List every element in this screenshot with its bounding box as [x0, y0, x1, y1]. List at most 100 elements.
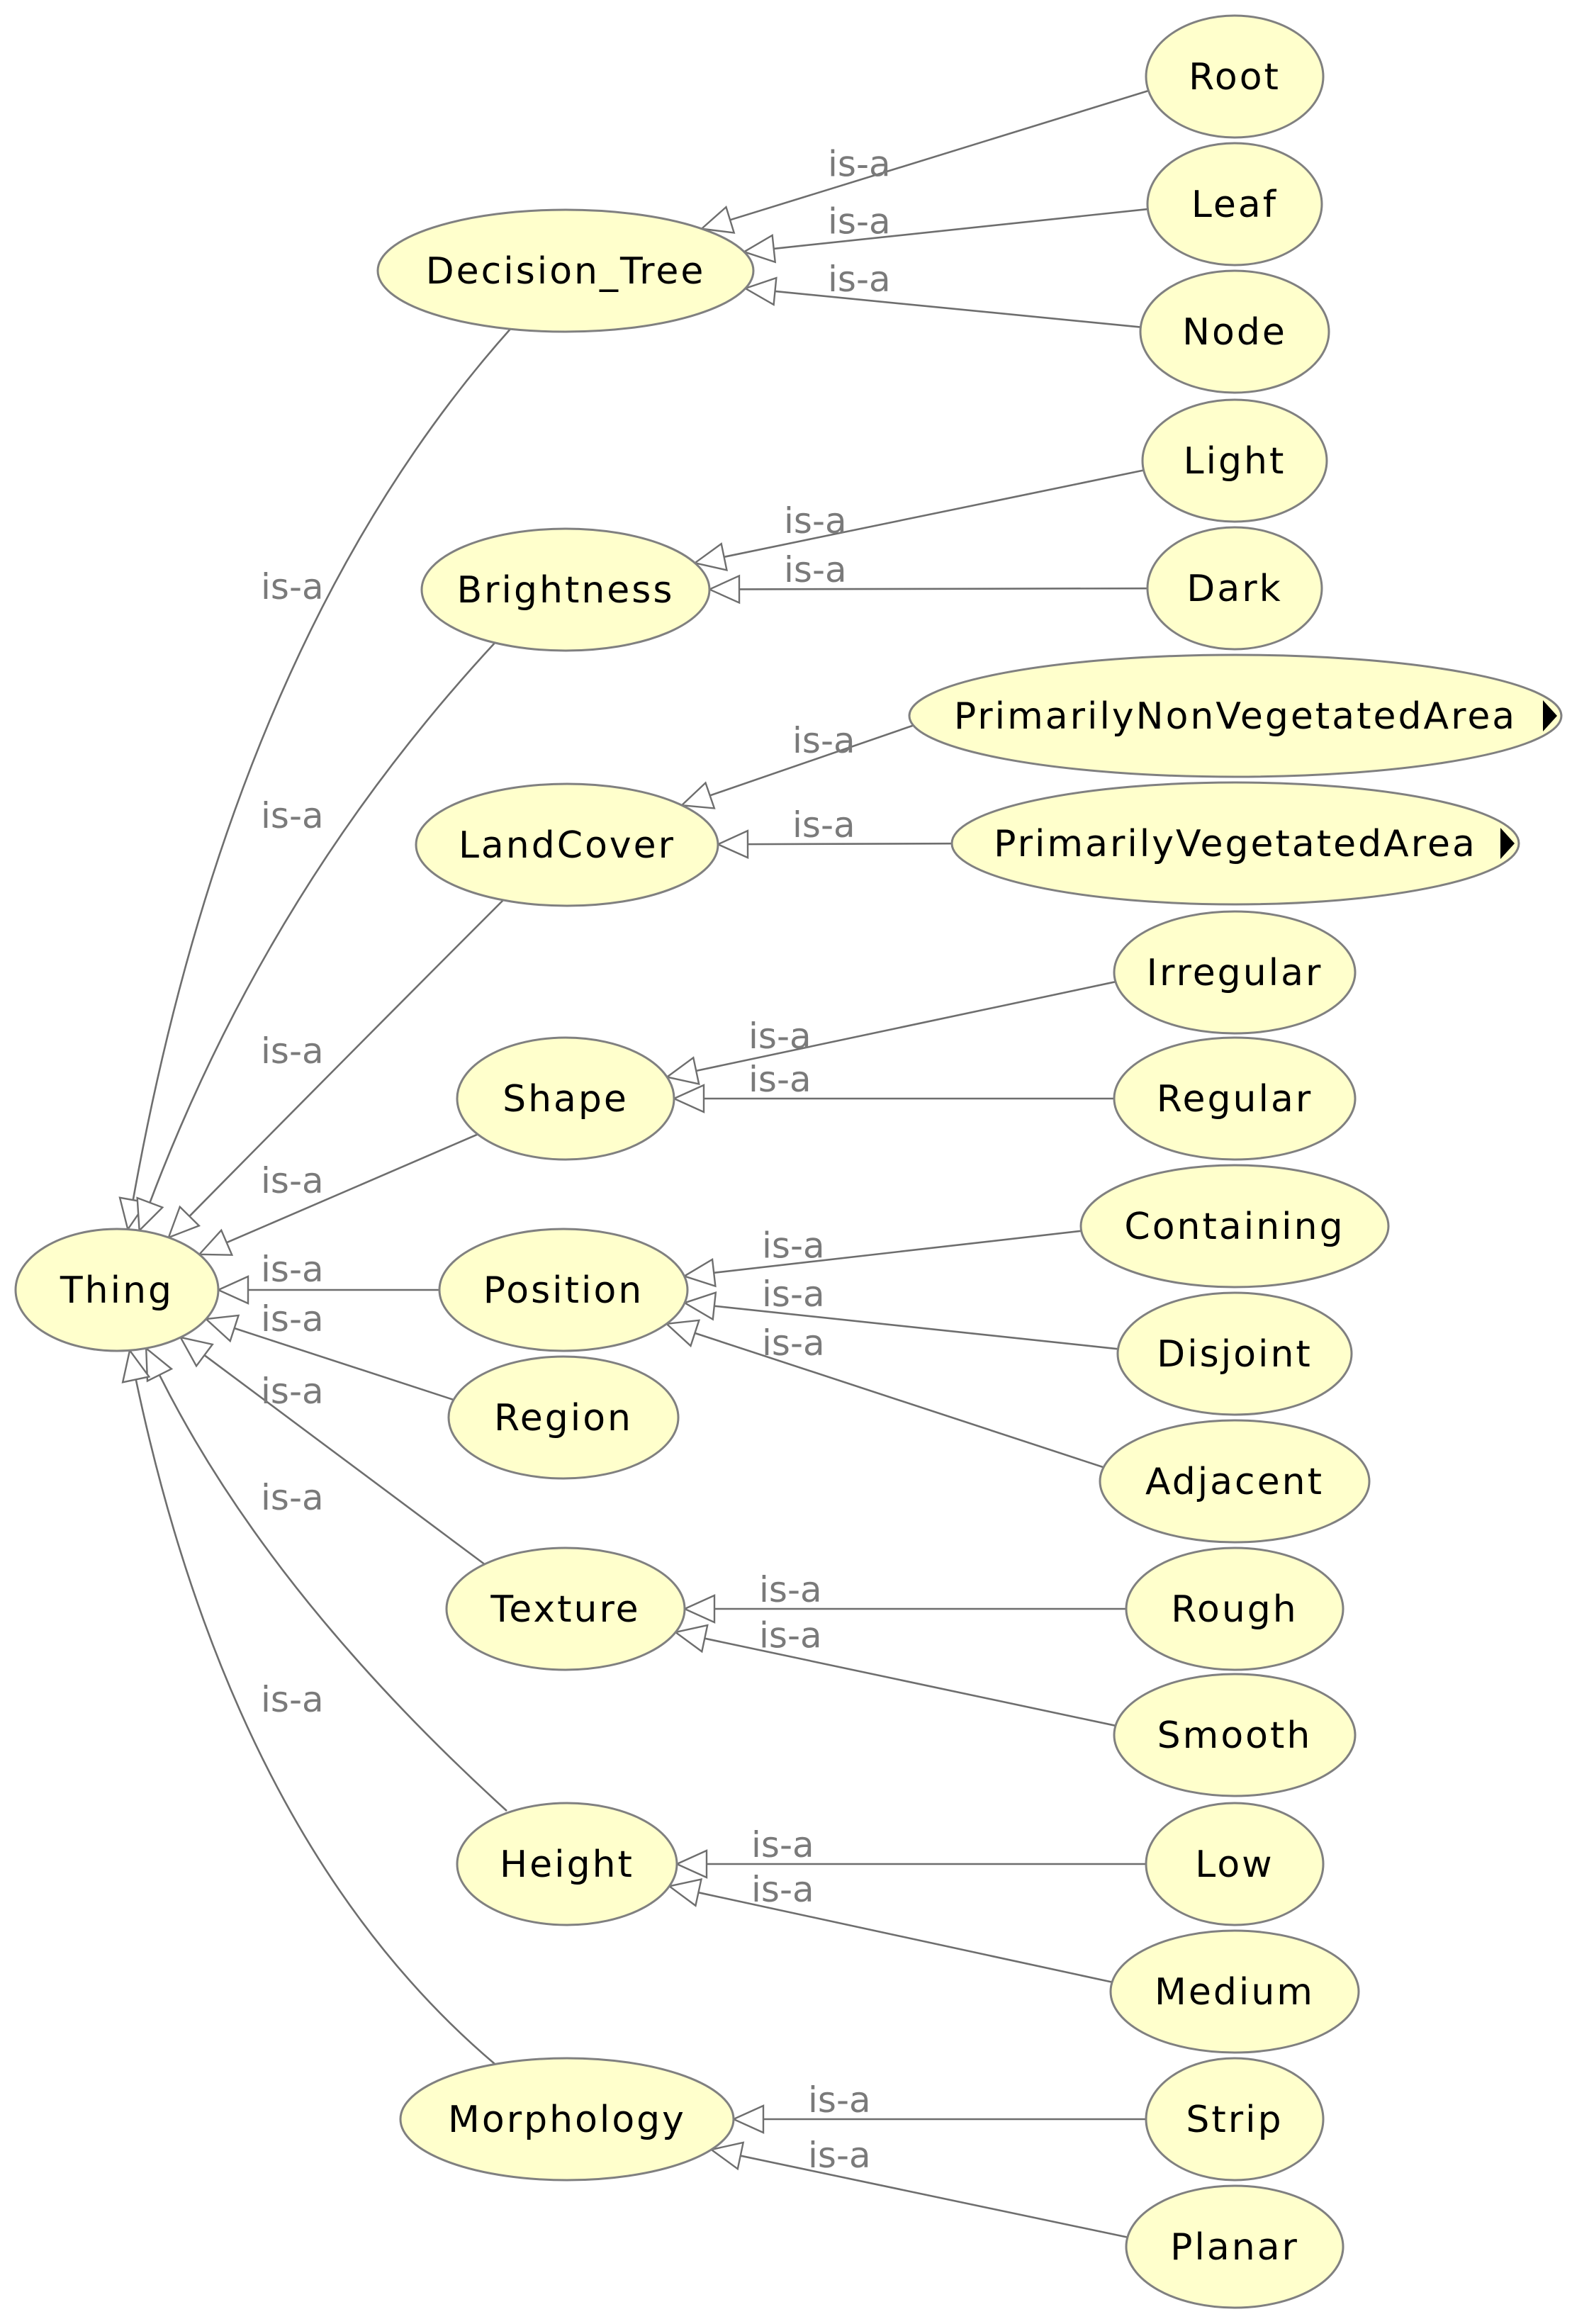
- edge-decision-tree-to-thing: [118, 327, 512, 1232]
- edge-brightness-to-thing: [136, 641, 497, 1233]
- edge-label: is-a: [261, 1477, 324, 1518]
- node-irregular[interactable]: Irregular: [1113, 910, 1357, 1035]
- edge-line: [698, 1891, 1113, 1983]
- node-label: Low: [1195, 1843, 1274, 1886]
- node-ellipse: [447, 1355, 680, 1480]
- node-position[interactable]: Position: [438, 1228, 689, 1352]
- node-ellipse: [1116, 1291, 1353, 1416]
- node-label: PrimarilyNonVegetatedArea: [954, 695, 1517, 738]
- edge-leaf-to-decision-tree: [742, 208, 1148, 264]
- node-morphology[interactable]: Morphology: [399, 2057, 735, 2182]
- node-ellipse: [14, 1228, 220, 1352]
- edge-label: is-a: [759, 1615, 822, 1656]
- node-shape[interactable]: Shape: [456, 1036, 675, 1161]
- node-low[interactable]: Low: [1145, 1802, 1325, 1926]
- node-decision-tree[interactable]: Decision_Tree: [376, 208, 755, 333]
- edge-arrowhead: [742, 234, 777, 264]
- node-label: Region: [494, 1397, 633, 1439]
- edge-line: [739, 587, 1148, 590]
- edge-line: [714, 1305, 1118, 1350]
- edge-arrowhead: [167, 1205, 201, 1240]
- edge-line: [729, 89, 1149, 221]
- edge-arrowhead: [716, 829, 749, 859]
- edge-line: [740, 2155, 1128, 2238]
- edge-label: is-a: [261, 1160, 324, 1201]
- edge-line: [709, 724, 914, 797]
- node-node[interactable]: Node: [1139, 269, 1330, 394]
- node-label: Thing: [60, 1269, 174, 1312]
- node-ellipse: [415, 782, 719, 907]
- expand-arrow-icon[interactable]: [1543, 700, 1557, 731]
- edge-strip-to-morphology: [731, 2104, 1146, 2134]
- edge-label: is-a: [261, 1679, 324, 1720]
- node-ellipse: [1125, 2184, 1344, 2309]
- edge-height-to-thing: [145, 1346, 507, 1812]
- edge-arrowhead: [680, 781, 716, 809]
- node-brightness[interactable]: Brightness: [420, 527, 711, 652]
- edge-texture-to-thing: [179, 1336, 486, 1566]
- edge-arrowhead: [743, 276, 777, 306]
- node-texture[interactable]: Texture: [445, 1546, 686, 1671]
- edge-label: is-a: [808, 2135, 871, 2176]
- edge-arrowhead: [667, 1878, 703, 1907]
- node-label: Rough: [1171, 1588, 1298, 1631]
- edge-line: [189, 899, 504, 1217]
- edge-arrowhead: [673, 1624, 709, 1654]
- node-height[interactable]: Height: [456, 1802, 678, 1926]
- node-ellipse: [1146, 142, 1323, 266]
- node-ellipse: [376, 208, 755, 333]
- edge-label: is-a: [762, 1225, 825, 1267]
- edge-planar-to-morphology: [709, 2141, 1128, 2238]
- node-ellipse: [1145, 14, 1325, 139]
- node-primarily-vegetated-area[interactable]: PrimarilyVegetatedArea: [950, 781, 1520, 906]
- edge-label: is-a: [762, 1274, 825, 1315]
- expand-arrow-icon[interactable]: [1500, 828, 1515, 859]
- edge-label: is-a: [808, 2079, 871, 2121]
- edge-root-to-decision-tree: [700, 89, 1149, 234]
- node-leaf[interactable]: Leaf: [1146, 142, 1323, 266]
- node-ellipse: [950, 781, 1520, 906]
- edge-arrowhead: [731, 2104, 765, 2134]
- node-root[interactable]: Root: [1145, 14, 1325, 139]
- node-light[interactable]: Light: [1141, 398, 1328, 523]
- edge-label: is-a: [784, 500, 847, 541]
- node-ellipse: [1099, 1419, 1371, 1544]
- edge-line: [695, 980, 1116, 1072]
- edge-primarily-vegetated-area-to-landcover: [716, 829, 953, 859]
- node-label: Morphology: [448, 2099, 686, 2141]
- node-label: Planar: [1170, 2226, 1299, 2269]
- edge-disjoint-to-position: [683, 1291, 1118, 1350]
- edge-label: is-a: [261, 1298, 324, 1340]
- node-ellipse: [1113, 1036, 1357, 1161]
- edge-label: is-a: [261, 1249, 324, 1290]
- node-ellipse: [456, 1802, 678, 1926]
- node-smooth[interactable]: Smooth: [1113, 1673, 1357, 1797]
- node-ellipse: [1125, 1546, 1344, 1671]
- node-medium[interactable]: Medium: [1109, 1929, 1360, 2054]
- node-disjoint[interactable]: Disjoint: [1116, 1291, 1353, 1416]
- edge-label: is-a: [792, 804, 855, 846]
- node-planar[interactable]: Planar: [1125, 2184, 1344, 2309]
- node-label: Smooth: [1157, 1714, 1313, 1757]
- node-containing[interactable]: Containing: [1079, 1164, 1390, 1289]
- node-ellipse: [1113, 1673, 1357, 1797]
- node-rough[interactable]: Rough: [1125, 1546, 1344, 1671]
- edge-arrowhead: [692, 542, 728, 571]
- node-label: Shape: [503, 1078, 629, 1121]
- edge-arrowhead: [675, 1849, 708, 1879]
- edge-arrowhead: [707, 574, 741, 605]
- node-ellipse: [445, 1546, 686, 1671]
- node-regular[interactable]: Regular: [1113, 1036, 1357, 1161]
- edge-node-to-decision-tree: [743, 276, 1141, 328]
- edge-label: is-a: [828, 201, 891, 242]
- node-strip[interactable]: Strip: [1145, 2057, 1325, 2182]
- node-thing[interactable]: Thing: [14, 1228, 220, 1352]
- node-dark[interactable]: Dark: [1146, 526, 1323, 651]
- edge-adjacent-to-position: [664, 1319, 1104, 1469]
- edge-line: [724, 469, 1144, 558]
- node-region[interactable]: Region: [447, 1355, 680, 1480]
- node-landcover[interactable]: LandCover: [415, 782, 719, 907]
- edge-line: [158, 1374, 507, 1812]
- node-adjacent[interactable]: Adjacent: [1099, 1419, 1371, 1544]
- node-primarily-non-vegetated-area[interactable]: PrimarilyNonVegetatedArea: [908, 653, 1563, 778]
